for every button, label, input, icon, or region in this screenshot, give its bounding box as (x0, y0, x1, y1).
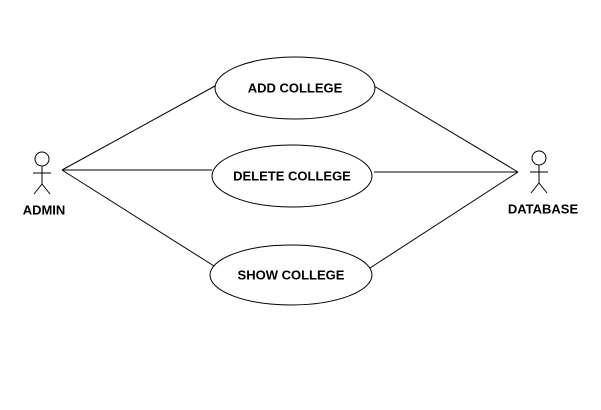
use-case-add-college[interactable]: ADD COLLEGE (214, 56, 376, 120)
use-case-delete-college[interactable]: DELETE COLLEGE (211, 144, 373, 208)
show-college-to-database-line (369, 171, 519, 269)
use-case-label: DELETE COLLEGE (233, 169, 351, 184)
stick-figure-icon (530, 150, 548, 194)
add-college-to-database-line (373, 85, 519, 173)
actor-label: DATABASE (508, 202, 579, 217)
use-case-label: ADD COLLEGE (248, 81, 343, 96)
actor-label: ADMIN (23, 203, 66, 218)
admin-to-add-college-line (61, 85, 216, 171)
actor-admin[interactable]: ADMIN (23, 151, 66, 218)
use-case-ellipse (211, 144, 373, 208)
use-case-show-college[interactable]: SHOW COLLEGE (209, 244, 373, 306)
association-lines (61, 85, 519, 269)
admin-to-show-college-line (61, 169, 215, 267)
use-case-ellipse (209, 244, 373, 306)
use-case-ellipse (214, 56, 376, 120)
actor-database[interactable]: DATABASE (508, 150, 579, 217)
use-case-label: SHOW COLLEGE (238, 268, 345, 283)
stick-figure-icon (33, 151, 51, 195)
